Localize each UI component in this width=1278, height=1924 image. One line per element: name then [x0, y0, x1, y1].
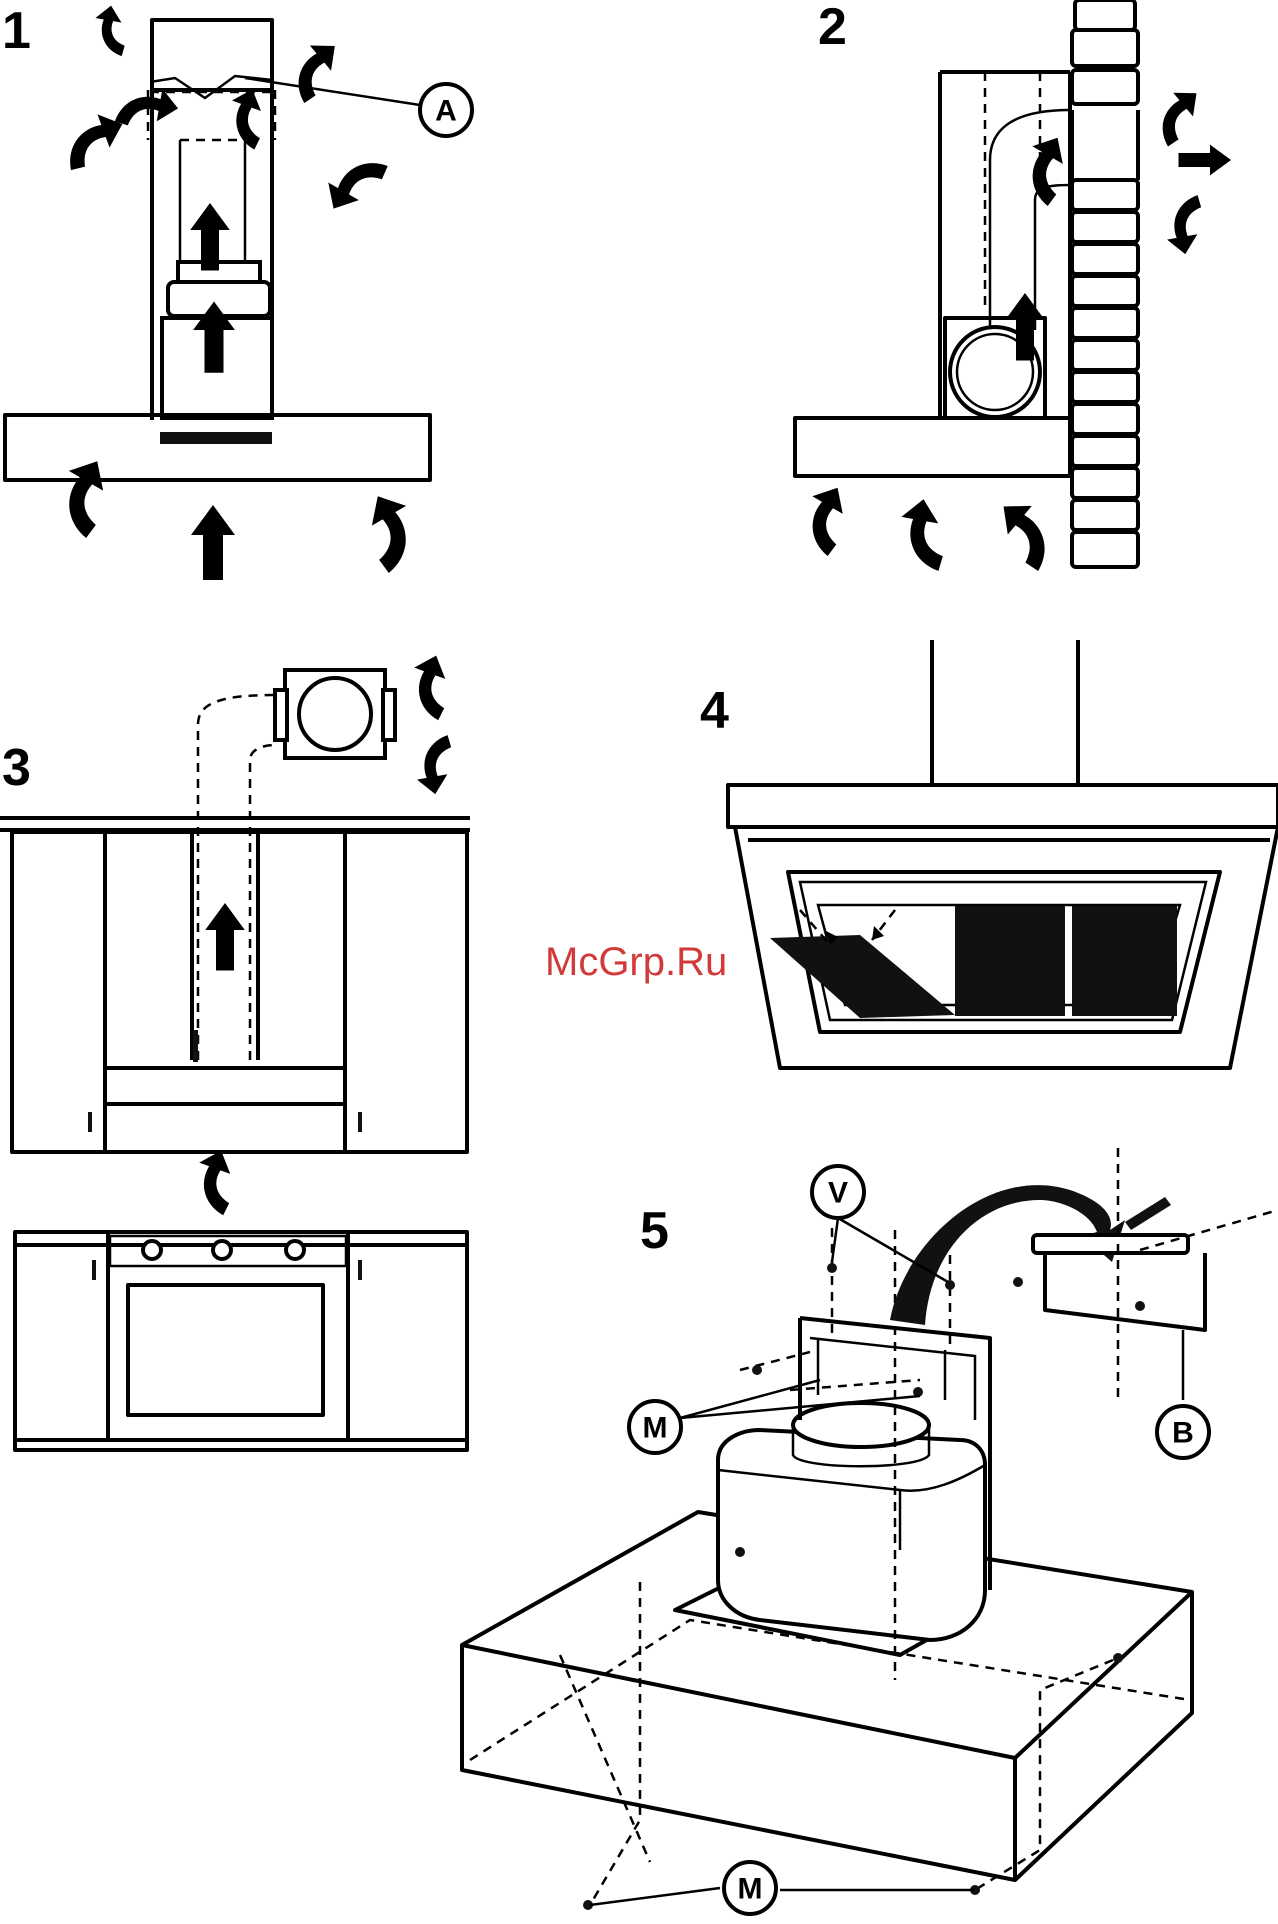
cooker-knob-1	[143, 1241, 161, 1259]
hood-body	[5, 415, 430, 480]
airflow-arrow-recirc	[219, 84, 275, 150]
figure-1-label: 1	[2, 2, 31, 60]
airflow-arrow-out-down	[410, 735, 458, 797]
bracket-top	[1033, 1235, 1188, 1253]
hood-side-face	[1015, 1592, 1192, 1880]
charcoal-filter-center	[955, 906, 1065, 1016]
outlet-collar-top	[793, 1403, 929, 1447]
hidden-duct	[198, 695, 275, 1060]
airflow-arrow-out-up	[90, 3, 131, 56]
callout-m-top-text: M	[643, 1412, 668, 1445]
oven-door	[128, 1285, 323, 1415]
cabinet-handle-left	[88, 1112, 92, 1132]
watermark: McGrp.Ru	[545, 940, 727, 984]
airflow-arrow-in-left	[790, 479, 861, 557]
callout-v-text: V	[828, 1177, 848, 1210]
cabinet-handle-right	[358, 1112, 362, 1132]
airflow-arrow-out-right	[318, 144, 389, 222]
figure-4-label: 4	[700, 682, 729, 740]
cooker-knob-3	[286, 1241, 304, 1259]
airflow-arrow-out-right	[1179, 145, 1232, 176]
hood-front-face	[462, 1645, 1015, 1880]
cooker	[108, 1232, 348, 1440]
figure-5-label: 5	[640, 1202, 669, 1260]
hood-front-edge	[728, 785, 1278, 827]
callout-b-text: B	[1172, 1417, 1194, 1450]
figure-2-wall-extraction: 2	[790, 0, 1231, 572]
chimney	[932, 640, 1078, 785]
figure-2-label: 2	[818, 0, 847, 56]
charcoal-filter-tilted	[770, 935, 955, 1018]
airflow-arrow-in	[185, 1145, 245, 1216]
airflow-arrow-out-down	[1160, 195, 1208, 257]
external-fan	[299, 678, 371, 750]
callout-m-bottom-leaders	[590, 1888, 975, 1905]
figure-3-label: 3	[2, 739, 31, 797]
callout-m-bottom-text: M	[738, 1873, 763, 1906]
airflow-arrow-in-left	[44, 451, 124, 539]
airflow-arrow-in-center	[893, 496, 952, 571]
base-cabinets	[15, 1232, 467, 1450]
ceiling-shelf	[0, 818, 470, 830]
charcoal-filter-right	[1072, 906, 1177, 1016]
airflow-arrow-out-up	[400, 650, 460, 721]
figure-1-chimney-extraction: 1 A	[2, 2, 472, 580]
callout-a-text: A	[435, 95, 457, 128]
integrated-hood	[105, 1068, 345, 1104]
brick-wall	[1072, 0, 1138, 567]
figure-3-cabinet-install: 3	[0, 650, 470, 1450]
figure-4-filter-replacement: 4	[700, 640, 1278, 1068]
bracket-b	[1045, 1253, 1205, 1330]
cooker-knob-2	[213, 1241, 231, 1259]
airflow-arrow-in-right	[985, 492, 1068, 572]
airflow-arrow-in-right	[351, 486, 431, 574]
motor-housing	[718, 1430, 985, 1640]
figure-5-mounting: 5	[462, 1148, 1278, 1914]
wall-plug	[1125, 1197, 1171, 1230]
grease-filter	[160, 432, 272, 444]
airflow-arrow-in-center	[191, 505, 235, 580]
airflow-arrow-out-up	[1144, 81, 1212, 147]
airflow-arrow-up	[205, 903, 245, 971]
hood-body	[795, 418, 1070, 476]
move-arrow	[890, 1185, 1125, 1325]
